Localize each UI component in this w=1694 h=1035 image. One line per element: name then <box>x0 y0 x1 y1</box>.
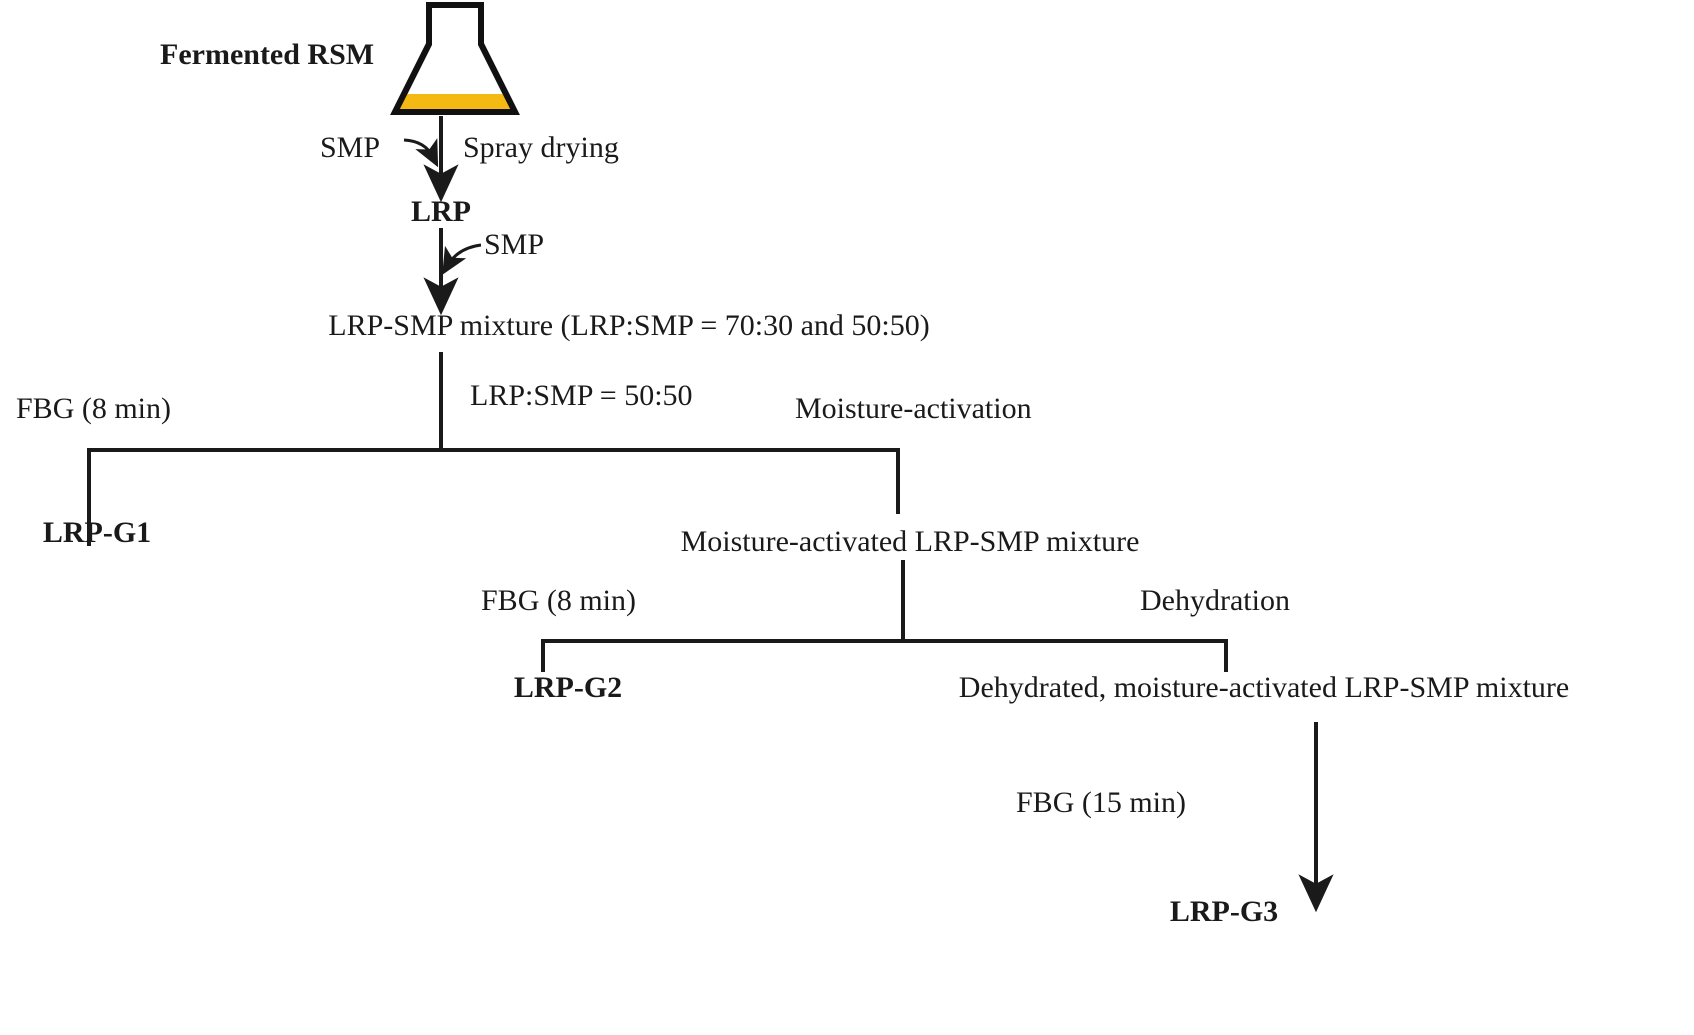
edge-label-moisture-activation: Moisture-activation <box>795 392 1032 425</box>
edge-label-ratio-50-50: LRP:SMP = 50:50 <box>470 379 693 412</box>
node-lrp: LRP <box>411 195 471 228</box>
edge-label-fbg-8min-left: FBG (8 min) <box>16 392 172 425</box>
edge-label-smp-spray: SMP <box>320 131 381 164</box>
edge-label-smp-mixture: SMP <box>484 228 545 261</box>
node-lrp-g3: LRP-G3 <box>1169 895 1279 928</box>
edge-smp-into-spray-drying <box>403 138 439 168</box>
node-fermented-rsm: Fermented RSM <box>160 38 375 71</box>
edge-label-dehydration: Dehydration <box>1140 584 1290 617</box>
node-moisture-activated-mixture: Moisture-activated LRP-SMP mixture <box>680 525 1140 558</box>
node-dehydrated-mixture: Dehydrated, moisture-activated LRP-SMP m… <box>958 671 1570 704</box>
edge-smp-into-mixture <box>442 243 482 275</box>
edge-label-fbg-8min-mid: FBG (8 min) <box>481 584 637 617</box>
erlenmeyer-flask-icon <box>390 2 520 115</box>
node-lrp-g2: LRP-G2 <box>513 671 623 704</box>
node-lrp-g1: LRP-G1 <box>42 516 152 549</box>
node-lrp-smp-mixture: LRP-SMP mixture (LRP:SMP = 70:30 and 50:… <box>328 309 930 342</box>
edge-label-spray-drying: Spray drying <box>463 131 619 164</box>
edge-label-fbg-15min: FBG (15 min) <box>1016 786 1187 819</box>
